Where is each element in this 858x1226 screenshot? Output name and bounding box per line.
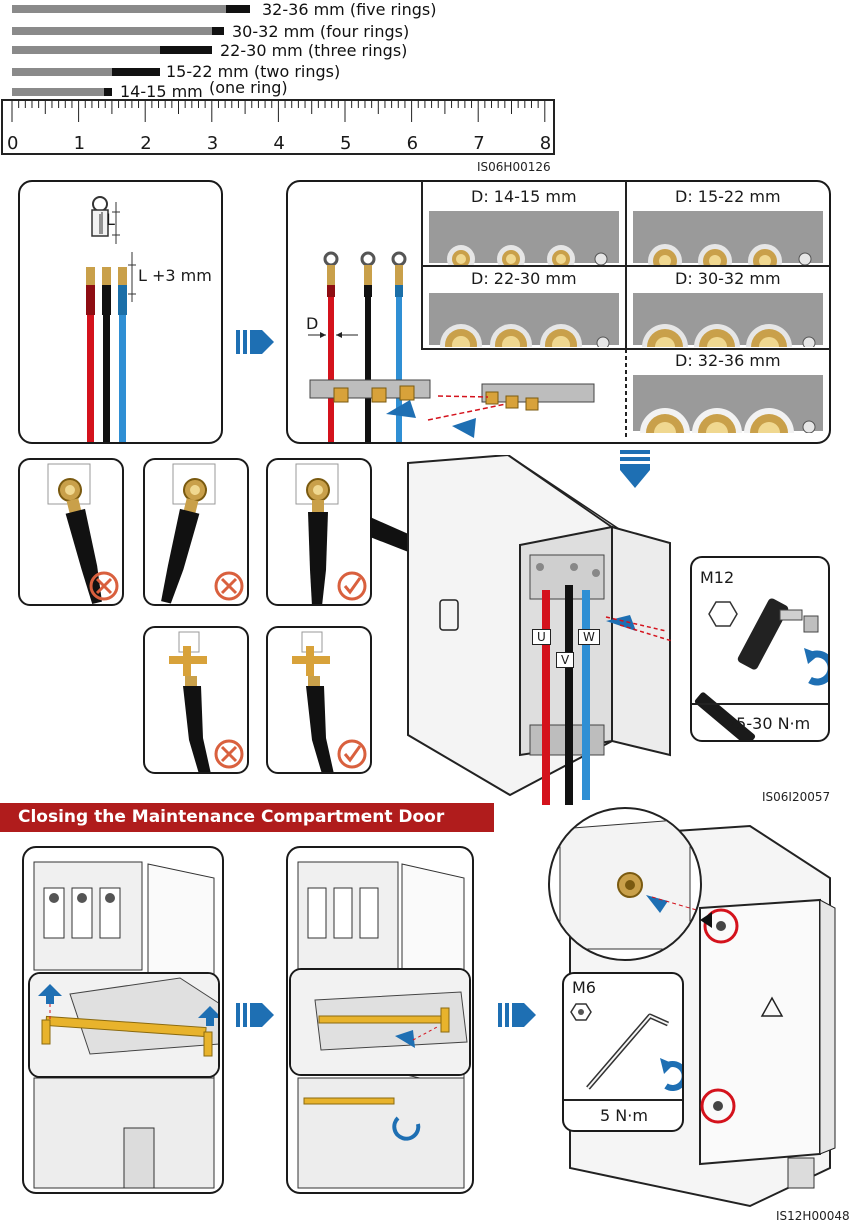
lug-illustration: [86, 196, 136, 442]
diameter-label: D: 15-22 mm: [675, 187, 781, 206]
strip-label-one-ring: 14-15 mm: [120, 82, 203, 101]
strip-label-two-rings: 15-22 mm (two rings): [166, 62, 341, 81]
figure-code-bottom: IS12H00048: [776, 1209, 850, 1223]
wrong-cross-icon: [215, 740, 243, 768]
screw-zoom-illustration: [559, 818, 700, 950]
strip-label-five-rings: 32-36 mm (five rings): [262, 0, 437, 19]
diameter-block-illustration: [633, 375, 823, 433]
screw-zoom-circle: [548, 807, 702, 961]
sealing-bar-illustration: [291, 970, 469, 1074]
ruler-tick-label: 4: [273, 133, 285, 154]
tool-name-m12: M12: [700, 568, 735, 587]
ruler: [1, 99, 555, 155]
lug-check-illustration: [295, 463, 367, 604]
strip-label-four-rings: 30-32 mm (four rings): [232, 22, 410, 41]
lug-check-panel: [143, 458, 249, 606]
strip-label-three-rings: 22-30 mm (three rings): [220, 41, 408, 60]
ruler-tick-label: 5: [340, 133, 352, 154]
inverter-illustration: [370, 455, 673, 805]
ruler-tick-label: 1: [73, 133, 86, 154]
diameter-block-illustration: [633, 211, 823, 265]
wrong-cross-icon: [90, 572, 118, 600]
ruler-tick-label: 3: [206, 133, 219, 154]
hex-key-illustration: [564, 1003, 682, 1101]
diameter-grid: D: 14-15 mm D: 15-22 mm D: 22-30 mm: [421, 181, 830, 438]
lug-panel: L L +3 mm: [18, 180, 223, 444]
lug-length-label: L: [106, 210, 115, 229]
tool-panel-m6: M6 5 N·m: [562, 972, 684, 1132]
strip-label-one-ring-extra: (one ring): [209, 78, 288, 97]
torque-m6: 5 N·m: [600, 1106, 648, 1125]
diameter-label: D: 30-32 mm: [675, 269, 781, 288]
tool-panel-m12: M12 25-30 N·m: [690, 556, 830, 742]
diameter-symbol: D: [306, 314, 319, 333]
ruler-tick-label: 7: [473, 133, 485, 154]
ruler-tick-label: 2: [140, 133, 152, 154]
ruler-tick-label: 0: [7, 133, 19, 154]
phase-label-w: W: [578, 629, 600, 645]
diameter-block-illustration: [429, 211, 619, 265]
diameter-block-illustration: [633, 293, 823, 347]
lug-check-panel: [143, 626, 249, 774]
diameter-label: D: 14-15 mm: [471, 187, 577, 206]
wrench-illustration: [692, 598, 828, 740]
sealing-bar-illustration: [30, 974, 218, 1076]
correct-check-icon: [338, 740, 366, 768]
lug-check-illustration: [292, 631, 367, 772]
arrow-right-icon: [236, 330, 274, 354]
door-step-2-zoom: [289, 968, 471, 1076]
section-title-banner: Closing the Maintenance Compartment Door: [0, 803, 494, 832]
arrow-down-icon: [620, 450, 650, 488]
door-step-1-zoom: [28, 972, 220, 1078]
figure-code-top: IS06H00126: [477, 160, 551, 174]
diameter-cell-30-32: D: 30-32 mm: [631, 269, 825, 347]
arrow-right-icon: [236, 1003, 274, 1027]
cable-insertion-illustration: [308, 251, 595, 442]
lug-check-illustration: [169, 631, 244, 772]
strip-length-bars: [12, 5, 250, 96]
tool-name-m6: M6: [572, 978, 596, 997]
torque-m12: 25-30 N·m: [726, 714, 811, 733]
arrow-right-icon: [498, 1003, 536, 1027]
ruler-tick-label: 8: [539, 133, 552, 154]
lug-check-panel: [18, 458, 124, 606]
lug-check-illustration: [161, 463, 244, 604]
diameter-cell-15-22: D: 15-22 mm: [631, 185, 825, 265]
diameter-block-illustration: [429, 293, 619, 347]
lug-check-panel: [266, 458, 372, 606]
strip-extra-label: L +3 mm: [138, 266, 212, 285]
diameter-cell-14-15: D: 14-15 mm: [427, 185, 621, 265]
lug-check-panel: [266, 626, 372, 774]
diameter-label: D: 32-36 mm: [675, 351, 781, 370]
phase-label-v: V: [556, 652, 575, 668]
correct-check-icon: [338, 572, 366, 600]
wrong-cross-icon: [215, 572, 243, 600]
diameter-cell-32-36: D: 32-36 mm: [631, 351, 825, 435]
ruler-tick-label: 6: [406, 133, 419, 154]
phase-label-u: U: [532, 629, 551, 645]
diameter-cell-22-30: D: 22-30 mm: [427, 269, 621, 347]
diameter-grid-lines: [421, 181, 830, 438]
lug-check-illustration: [47, 463, 119, 604]
diameter-label: D: 22-30 mm: [471, 269, 577, 288]
figure-code-middle: IS06I20057: [762, 790, 831, 804]
